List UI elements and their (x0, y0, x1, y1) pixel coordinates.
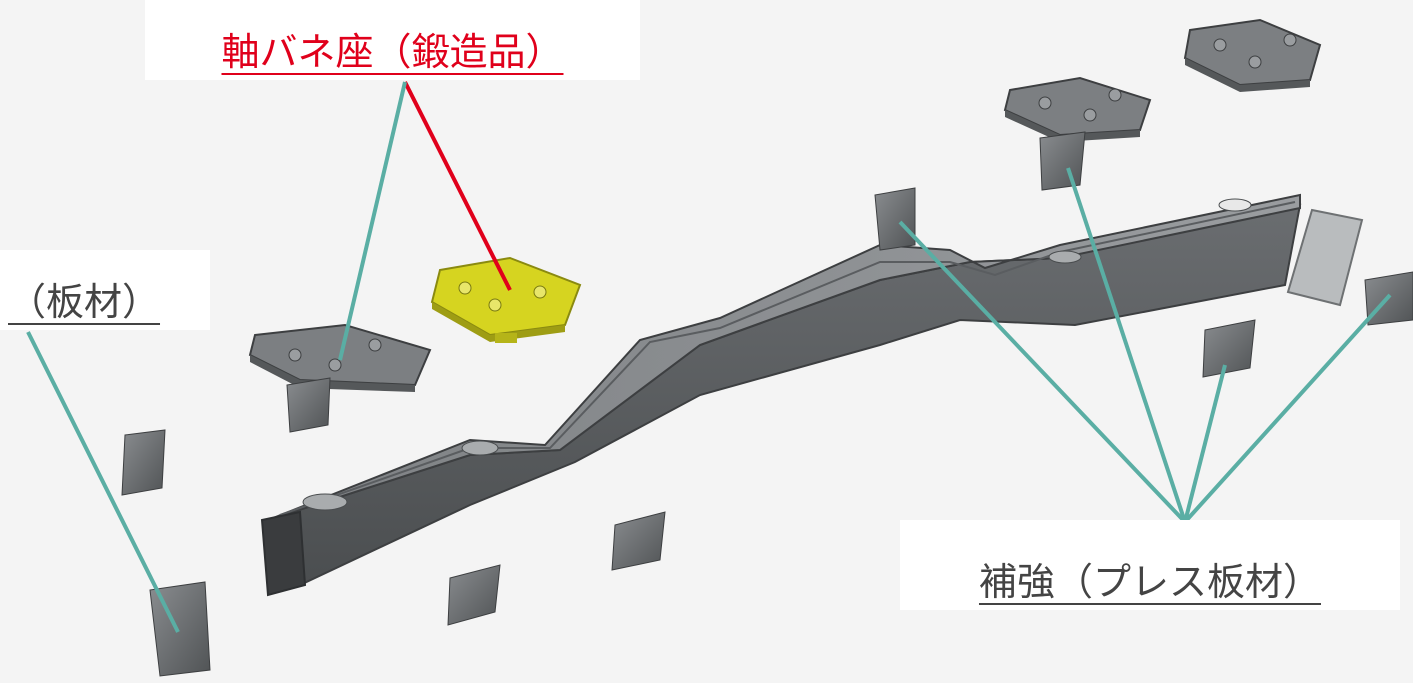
leader-lines (26, 81, 1392, 633)
tab (611, 511, 666, 571)
leader-reinf (1183, 364, 1227, 523)
leader-reinf (1183, 293, 1392, 524)
beam-top-face (267, 193, 1301, 521)
plate-material-label: （板材） (0, 250, 210, 330)
leader-reinf (898, 220, 1187, 524)
tab (874, 187, 916, 251)
forged-spring-seat-text: 軸バネ座（鍛造品） (221, 30, 564, 74)
leader-forged-red (403, 81, 512, 291)
beam-end-opening (260, 510, 307, 597)
beam-hole-mid (461, 440, 499, 456)
beam-hole-rear-2 (1218, 198, 1252, 212)
spring-seat-rear-2 (1183, 18, 1322, 92)
plate-material-text: （板材） (8, 280, 161, 324)
tab (1039, 131, 1086, 191)
end-plate (1286, 208, 1364, 307)
beam-top-ridge (279, 201, 1296, 516)
side-beam (260, 193, 1302, 597)
leader-plate (26, 331, 180, 633)
tab (1202, 319, 1256, 378)
forged-spring-seat-label: 軸バネ座（鍛造品） (145, 0, 640, 80)
spring-seat-forged (430, 256, 582, 343)
reinforcement-label: 補強（プレス板材） (900, 520, 1400, 610)
leader-reinf (1066, 167, 1187, 523)
beam-hole-rear-1 (1048, 250, 1082, 264)
leader-forged-teal (338, 81, 407, 361)
reinforcement-text: 補強（プレス板材） (978, 560, 1321, 604)
tab (286, 377, 331, 433)
tab (447, 564, 501, 626)
beam-hole-front (302, 493, 348, 511)
tab (121, 429, 166, 496)
spring-seat-rear-1 (1003, 76, 1152, 142)
